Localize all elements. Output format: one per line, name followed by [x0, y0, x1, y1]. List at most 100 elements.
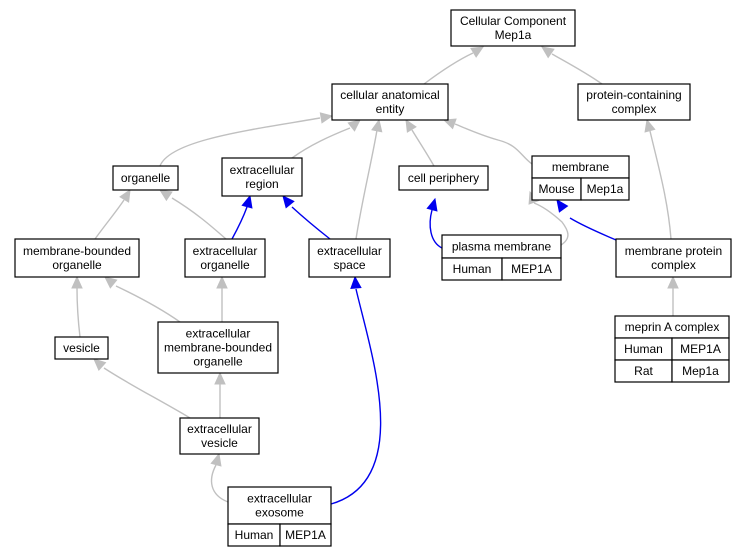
- node-label: vesicle: [201, 436, 238, 450]
- annotation-gene: MEP1A: [511, 262, 552, 276]
- edge-extracellular-vesicle-to-vesicle: [93, 358, 191, 419]
- edge-line: [291, 127, 351, 159]
- node-box: [331, 83, 449, 121]
- edge-extracellular-region-to-cellular-anatomical-entity: [291, 119, 361, 159]
- node-label: organelle: [193, 355, 243, 369]
- edge-line: [429, 209, 443, 249]
- edge-line: [115, 285, 181, 323]
- node-label: Cellular Component: [460, 14, 567, 28]
- node-label: region: [245, 177, 278, 191]
- edge-line: [551, 53, 603, 85]
- edge-line: [423, 52, 474, 85]
- edge-cellular-anatomical-entity-to-cc-root: [423, 46, 485, 85]
- arrowhead-icon: [556, 199, 569, 213]
- node-label: membrane protein: [625, 244, 722, 258]
- edge-line: [454, 123, 533, 165]
- node-label: protein-containing: [586, 88, 681, 102]
- annotation-gene-cell: Mep1a: [671, 359, 730, 383]
- node-label: extracellular: [186, 327, 251, 341]
- annotation-gene-cell: MEP1A: [671, 337, 730, 361]
- arrowhead-icon: [319, 112, 334, 124]
- edge-extracellular-space-to-extracellular-region: [282, 195, 331, 240]
- annotation-species-cell: Human: [441, 257, 503, 281]
- annotation-species: Mouse: [538, 182, 574, 196]
- arrowhead-icon: [371, 118, 383, 133]
- annotation-gene: Mep1a: [587, 182, 624, 196]
- node-label: membrane-bounded: [23, 244, 131, 258]
- edge-membrane-to-cellular-anatomical-entity: [442, 118, 533, 165]
- node-box: [54, 336, 109, 360]
- annotation-species-cell: Human: [227, 523, 281, 547]
- node-label: vesicle: [63, 341, 100, 355]
- annotation-species-cell: Human: [614, 337, 673, 361]
- edge-line: [411, 129, 435, 167]
- arrowhead-icon: [442, 118, 457, 130]
- node-label: plasma membrane: [452, 240, 552, 254]
- node-organelle[interactable]: organelle: [112, 165, 179, 191]
- edge-membrane-protein-complex-to-protein-containing-complex: [644, 118, 672, 240]
- edge-line: [76, 287, 81, 338]
- arrowhead-icon: [282, 195, 295, 209]
- node-label: space: [333, 258, 365, 272]
- node-label: complex: [612, 102, 657, 116]
- edge-line: [355, 129, 378, 240]
- annotation-species: Human: [453, 262, 492, 276]
- edge-meprin-a-complex-to-membrane-protein-complex: [667, 275, 679, 316]
- arrowhead-icon: [405, 118, 417, 133]
- node-box: [615, 238, 732, 278]
- node-label: extracellular: [317, 244, 382, 258]
- edge-extracellular-mbo-to-membrane-bounded-organelle: [104, 276, 181, 323]
- arrowhead-icon: [347, 119, 361, 132]
- edge-line: [291, 206, 331, 240]
- node-label: cellular anatomical: [340, 88, 439, 102]
- arrowhead-icon: [667, 275, 679, 289]
- arrowhead-icon: [93, 358, 107, 371]
- arrowhead-icon: [71, 275, 83, 289]
- annotation-gene-cell: MEP1A: [501, 257, 562, 281]
- edge-line: [159, 117, 321, 167]
- edge-plasma-membrane-to-cell-periphery: [426, 197, 443, 249]
- node-box: [112, 165, 179, 191]
- edge-organelle-to-cellular-anatomical-entity: [159, 112, 334, 167]
- node-label: membrane: [552, 160, 610, 174]
- edge-extracellular-exosome-to-extracellular-space: [330, 275, 382, 505]
- annotation-gene-cell: Mep1a: [580, 177, 630, 201]
- edge-protein-containing-complex-to-cc-root: [541, 46, 603, 85]
- arrowhead-icon: [644, 118, 656, 133]
- edge-extracellular-mbo-to-extracellular-organelle: [216, 275, 228, 322]
- node-label: exosome: [255, 506, 304, 520]
- arrowhead-icon: [119, 188, 131, 203]
- arrowhead-icon: [210, 452, 222, 467]
- node-label: organelle: [121, 171, 171, 185]
- node-label: membrane-bounded: [164, 341, 272, 355]
- edge-line: [569, 217, 617, 241]
- node-box: [450, 9, 576, 47]
- node-cell-periphery[interactable]: cell periphery: [398, 165, 489, 191]
- node-label: complex: [651, 258, 696, 272]
- edge-line: [103, 367, 191, 419]
- arrowhead-icon: [158, 189, 173, 202]
- node-box: [157, 321, 279, 374]
- node-label: extracellular: [247, 492, 312, 506]
- node-label: organelle: [52, 258, 102, 272]
- edge-extracellular-space-to-cellular-anatomical-entity: [355, 118, 383, 240]
- node-label: entity: [376, 102, 405, 116]
- annotation-gene: Mep1a: [682, 364, 719, 378]
- node-vesicle[interactable]: vesicle: [54, 336, 109, 360]
- arrowhead-icon: [241, 194, 253, 209]
